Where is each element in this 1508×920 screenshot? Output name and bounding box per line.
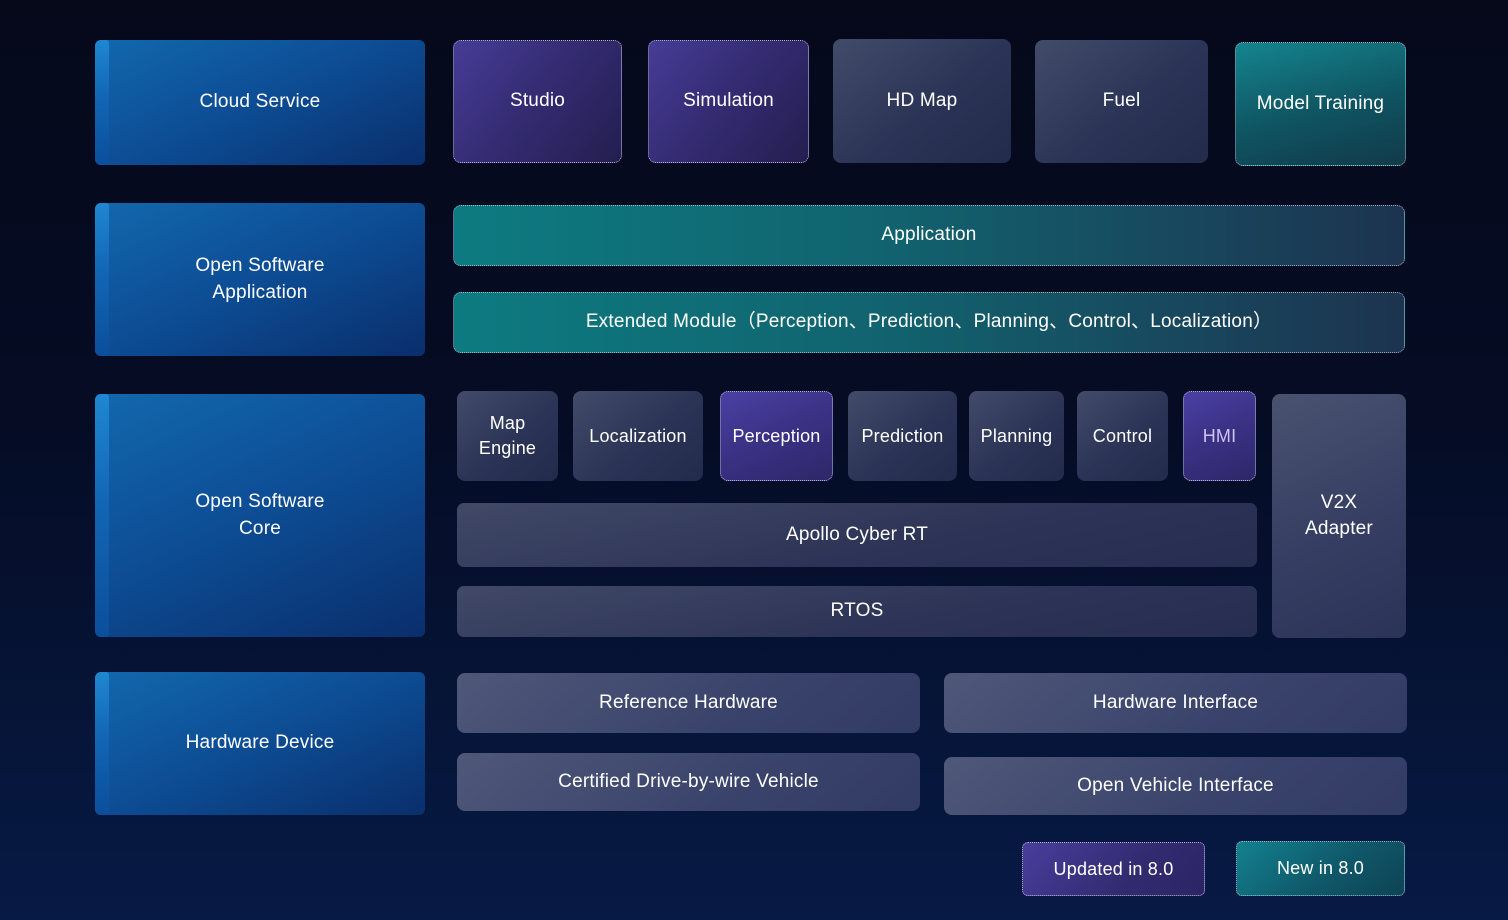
- box-localization: Localization: [573, 391, 703, 481]
- box-prediction: Prediction: [848, 391, 957, 481]
- legend-new-badge: New in 8.0: [1236, 841, 1405, 896]
- box-control: Control: [1077, 391, 1168, 481]
- box-reference-hardware: Reference Hardware: [457, 673, 920, 733]
- box-planning: Planning: [969, 391, 1064, 481]
- layer-label-hardware-device: Hardware Device: [95, 672, 425, 815]
- box-perception: Perception: [720, 391, 833, 481]
- box-studio: Studio: [453, 40, 622, 163]
- box-model-training: Model Training: [1235, 42, 1406, 166]
- box-open-vehicle-interface: Open Vehicle Interface: [944, 757, 1407, 815]
- box-apollo-cyber-rt: Apollo Cyber RT: [457, 503, 1257, 567]
- box-hd-map: HD Map: [833, 39, 1011, 163]
- box-application: Application: [453, 205, 1405, 266]
- box-rtos: RTOS: [457, 586, 1257, 637]
- box-simulation: Simulation: [648, 40, 809, 163]
- box-extended-module: Extended Module（Perception、Prediction、Pl…: [453, 292, 1405, 353]
- box-v2x-adapter: V2X Adapter: [1272, 394, 1406, 638]
- box-hmi: HMI: [1183, 391, 1256, 481]
- box-certified-drive-by-wire-vehicle: Certified Drive-by-wire Vehicle: [457, 753, 920, 811]
- layer-label-cloud-service: Cloud Service: [95, 40, 425, 165]
- layer-label-open-software-core: Open Software Core: [95, 394, 425, 637]
- box-map-engine: Map Engine: [457, 391, 558, 481]
- box-fuel: Fuel: [1035, 40, 1208, 163]
- layer-label-open-software-application: Open Software Application: [95, 203, 425, 356]
- box-hardware-interface: Hardware Interface: [944, 673, 1407, 733]
- legend-updated-badge: Updated in 8.0: [1022, 842, 1205, 896]
